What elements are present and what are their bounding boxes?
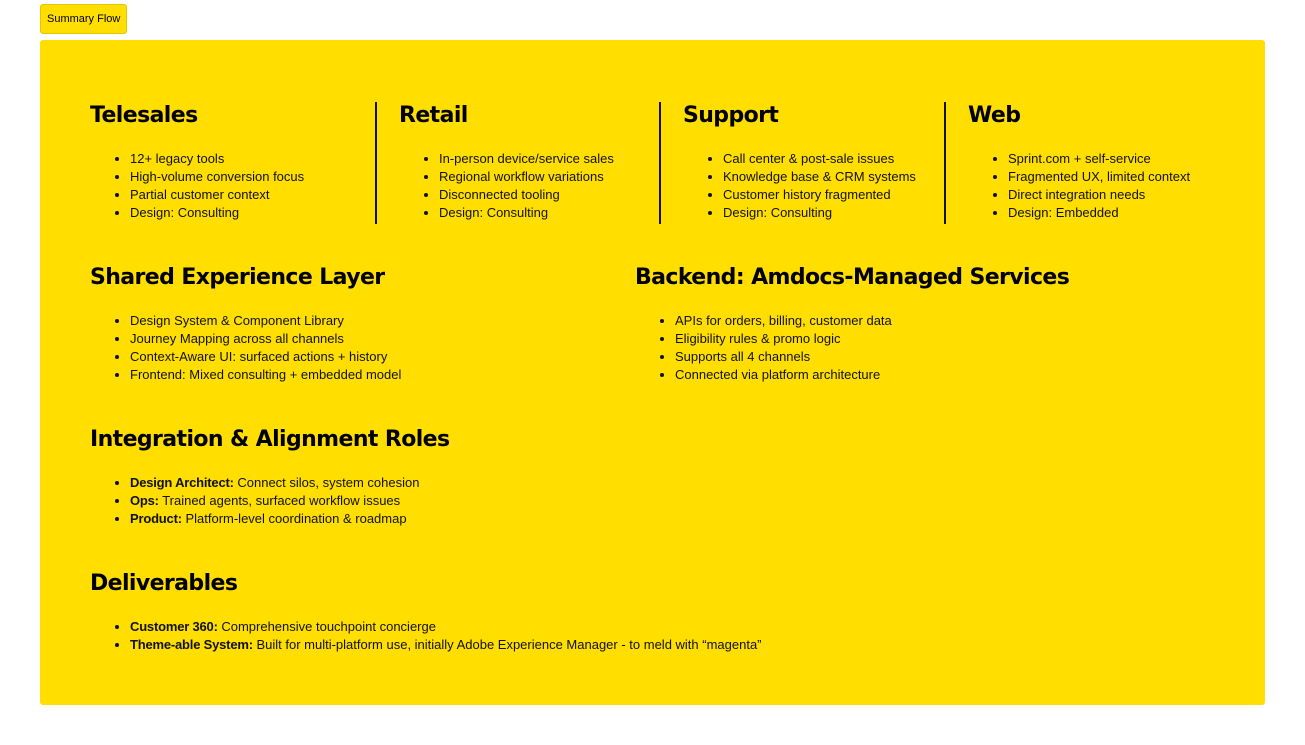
channel-divider (659, 102, 661, 224)
section-list: Customer 360: Comprehensive touchpoint c… (90, 618, 762, 654)
channel-list: 12+ legacy tools High-volume conversion … (90, 150, 304, 222)
channel-title: Retail (399, 103, 468, 128)
list-item: Customer 360: Comprehensive touchpoint c… (130, 618, 762, 636)
list-item: Knowledge base & CRM systems (723, 168, 916, 186)
channel-list: Call center & post-sale issues Knowledge… (683, 150, 916, 222)
list-item: Partial customer context (130, 186, 304, 204)
list-item: Direct integration needs (1008, 186, 1190, 204)
summary-flow-tab[interactable]: Summary Flow (40, 4, 128, 34)
list-item: Design: Consulting (130, 204, 304, 222)
list-item: Regional workflow variations (439, 168, 614, 186)
section-list: Design System & Component Library Journe… (90, 312, 401, 384)
backend-section: Backend: Amdocs-Managed Services APIs fo… (635, 265, 1070, 384)
list-item: Call center & post-sale issues (723, 150, 916, 168)
list-item: Product: Platform-level coordination & r… (130, 510, 449, 528)
channel-retail: Retail In-person device/service sales Re… (399, 102, 614, 226)
section-title: Integration & Alignment Roles (90, 427, 450, 452)
section-list: Design Architect: Connect silos, system … (90, 474, 449, 528)
roles-section: Integration & Alignment Roles Design Arc… (90, 427, 450, 528)
channel-list: In-person device/service sales Regional … (399, 150, 614, 222)
list-item: 12+ legacy tools (130, 150, 304, 168)
item-text: Platform-level coordination & roadmap (181, 511, 407, 526)
item-label: Ops: (130, 493, 159, 508)
list-item: Sprint.com + self-service (1008, 150, 1190, 168)
channel-list: Sprint.com + self-service Fragmented UX,… (968, 150, 1190, 222)
list-item: Fragmented UX, limited context (1008, 168, 1190, 186)
section-title: Backend: Amdocs-Managed Services (635, 265, 1070, 290)
list-item: Design System & Component Library (130, 312, 401, 330)
item-text: Trained agents, surfaced workflow issues (158, 493, 401, 508)
channel-row: Telesales 12+ legacy tools High-volume c… (90, 102, 1250, 226)
list-item: Design: Consulting (723, 204, 916, 222)
list-item: Design: Embedded (1008, 204, 1190, 222)
list-item: Eligibility rules & promo logic (675, 330, 1069, 348)
item-text: Comprehensive touchpoint concierge (217, 619, 436, 634)
list-item: High-volume conversion focus (130, 168, 304, 186)
item-text: Built for multi-platform use, initially … (252, 637, 762, 652)
channel-title: Support (683, 103, 779, 128)
list-item: Theme-able System: Built for multi-platf… (130, 636, 762, 654)
list-item: Frontend: Mixed consulting + embedded mo… (130, 366, 401, 384)
channel-divider (944, 102, 946, 224)
list-item: Design Architect: Connect silos, system … (130, 474, 449, 492)
list-item: Context-Aware UI: surfaced actions + his… (130, 348, 401, 366)
list-item: Ops: Trained agents, surfaced workflow i… (130, 492, 449, 510)
list-item: Customer history fragmented (723, 186, 916, 204)
list-item: Design: Consulting (439, 204, 614, 222)
channel-title: Telesales (90, 103, 198, 128)
item-label: Customer 360: (130, 619, 218, 634)
summary-panel: Telesales 12+ legacy tools High-volume c… (40, 40, 1265, 705)
section-title: Deliverables (90, 571, 238, 596)
item-label: Product: (130, 511, 182, 526)
list-item: Journey Mapping across all channels (130, 330, 401, 348)
list-item: Connected via platform architecture (675, 366, 1069, 384)
list-item: In-person device/service sales (439, 150, 614, 168)
deliverables-section: Deliverables Customer 360: Comprehensive… (90, 571, 762, 654)
channel-title: Web (968, 103, 1021, 128)
section-list: APIs for orders, billing, customer data … (635, 312, 1069, 384)
channel-divider (375, 102, 377, 224)
section-title: Shared Experience Layer (90, 265, 385, 290)
list-item: Supports all 4 channels (675, 348, 1069, 366)
channel-support: Support Call center & post-sale issues K… (683, 102, 916, 226)
channel-web: Web Sprint.com + self-service Fragmented… (968, 102, 1190, 226)
list-item: Disconnected tooling (439, 186, 614, 204)
item-text: Connect silos, system cohesion (233, 475, 420, 490)
shared-experience-section: Shared Experience Layer Design System & … (90, 265, 401, 384)
item-label: Theme-able System: (130, 637, 253, 652)
list-item: APIs for orders, billing, customer data (675, 312, 1069, 330)
channel-telesales: Telesales 12+ legacy tools High-volume c… (90, 102, 304, 226)
item-label: Design Architect: (130, 475, 234, 490)
